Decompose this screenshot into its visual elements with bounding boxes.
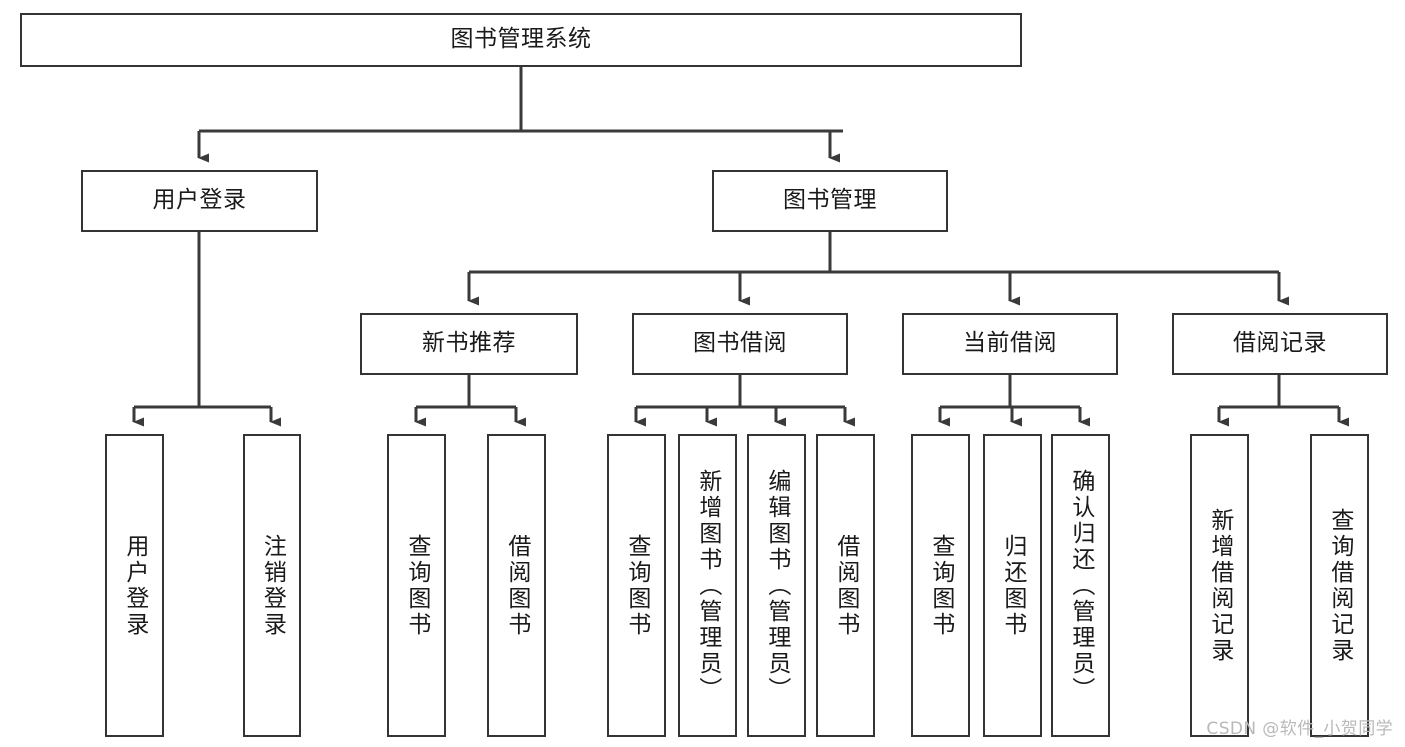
leaf-borrow-book-newbook-label: 借阅图书 — [503, 533, 530, 638]
node-new-book-recommend-label: 新书推荐 — [422, 330, 516, 357]
node-book-borrow-label: 图书借阅 — [693, 330, 787, 357]
node-user-login-label: 用户登录 — [152, 187, 247, 214]
leaf-add-book-admin[interactable]: 新增图书（管理员） — [678, 434, 737, 737]
leaf-query-book-newbook-label: 查询图书 — [403, 533, 430, 638]
leaf-query-book-current-label: 查询图书 — [927, 533, 954, 638]
leaf-user-logout-label: 注销登录 — [259, 533, 286, 638]
leaf-add-borrow-record-label: 新增借阅记录 — [1206, 507, 1233, 664]
leaf-edit-book-admin[interactable]: 编辑图书（管理员） — [747, 434, 806, 737]
leaf-query-book-current[interactable]: 查询图书 — [911, 434, 970, 737]
node-borrow-record-label: 借阅记录 — [1233, 330, 1327, 357]
leaf-user-login[interactable]: 用户登录 — [105, 434, 164, 737]
node-book-management-label: 图书管理 — [783, 187, 877, 214]
node-book-management[interactable]: 图书管理 — [712, 170, 948, 232]
leaf-confirm-return-admin-label: 确认归还（管理员） — [1067, 468, 1094, 703]
leaf-query-book-newbook[interactable]: 查询图书 — [387, 434, 446, 737]
node-book-borrow[interactable]: 图书借阅 — [632, 313, 848, 375]
node-current-borrow-label: 当前借阅 — [963, 330, 1057, 357]
node-root[interactable]: 图书管理系统 — [20, 13, 1022, 67]
leaf-confirm-return-admin[interactable]: 确认归还（管理员） — [1051, 434, 1110, 737]
node-new-book-recommend[interactable]: 新书推荐 — [360, 313, 578, 375]
leaf-return-book-label: 归还图书 — [999, 533, 1026, 638]
leaf-borrow-book-newbook[interactable]: 借阅图书 — [487, 434, 546, 737]
node-current-borrow[interactable]: 当前借阅 — [902, 313, 1118, 375]
leaf-borrow-book-label: 借阅图书 — [832, 533, 859, 638]
leaf-return-book[interactable]: 归还图书 — [983, 434, 1042, 737]
leaf-query-book-borrow[interactable]: 查询图书 — [607, 434, 666, 737]
leaf-edit-book-admin-label: 编辑图书（管理员） — [763, 468, 790, 703]
node-user-login[interactable]: 用户登录 — [81, 170, 318, 232]
leaf-add-borrow-record[interactable]: 新增借阅记录 — [1190, 434, 1249, 737]
node-borrow-record[interactable]: 借阅记录 — [1172, 313, 1388, 375]
leaf-borrow-book[interactable]: 借阅图书 — [816, 434, 875, 737]
leaf-user-logout[interactable]: 注销登录 — [243, 434, 301, 737]
leaf-query-book-borrow-label: 查询图书 — [623, 533, 650, 638]
watermark: CSDN @软件_小贺同学 — [1206, 719, 1393, 739]
leaf-query-borrow-record[interactable]: 查询借阅记录 — [1310, 434, 1369, 737]
leaf-user-login-label: 用户登录 — [121, 533, 148, 638]
node-root-label: 图书管理系统 — [450, 26, 592, 53]
leaf-add-book-admin-label: 新增图书（管理员） — [694, 468, 721, 703]
leaf-query-borrow-record-label: 查询借阅记录 — [1326, 507, 1353, 664]
